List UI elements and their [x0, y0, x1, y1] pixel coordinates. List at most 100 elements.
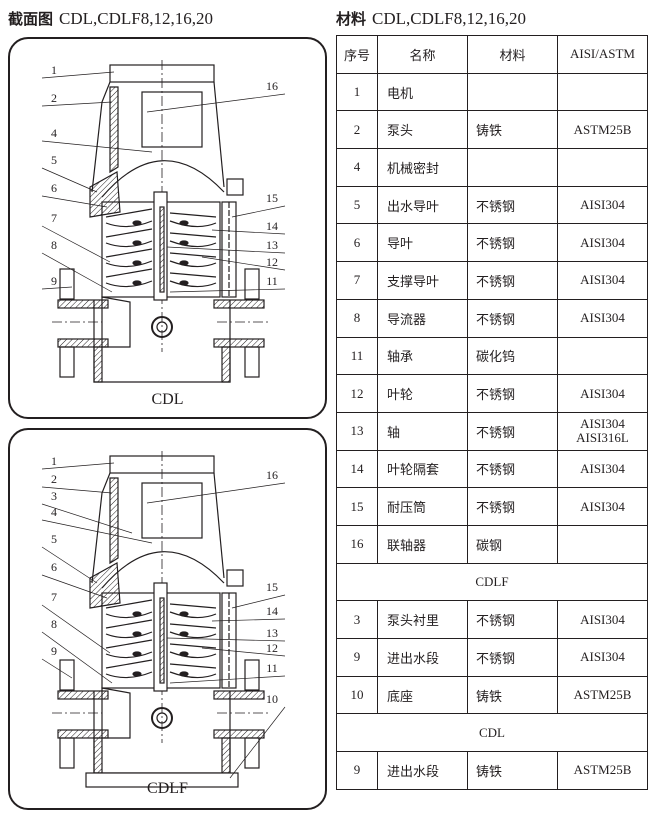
callout-label: 5	[51, 153, 57, 167]
callout-label: 13	[266, 238, 278, 252]
part-number-cell: 1	[336, 72, 378, 112]
part-number-cell: 9	[336, 638, 378, 677]
part-name-cell: 轴	[377, 411, 468, 451]
callout-label: 13	[266, 626, 278, 640]
material-cell: 碳钢	[467, 524, 558, 564]
standard-cell: ASTM25B	[557, 675, 648, 715]
standard-cell: AISI304	[557, 298, 648, 338]
callout-label: 15	[266, 191, 278, 205]
standard-cell	[557, 72, 648, 112]
standard-cell: ASTM25B	[557, 751, 648, 790]
col-header: 名称	[377, 35, 468, 74]
part-name-cell: 支撑导叶	[377, 261, 468, 300]
callout-label: 6	[51, 181, 57, 195]
part-number-cell: 5	[336, 185, 378, 225]
part-number-cell: 6	[336, 223, 378, 263]
part-name-cell: 耐压筒	[377, 487, 468, 526]
callout-label: 16	[266, 79, 278, 93]
section-row-cdlf: CDLF	[336, 562, 648, 602]
material-cell: 铸铁	[467, 110, 558, 150]
material-cell	[467, 148, 558, 187]
callout-label: 7	[51, 211, 57, 225]
callout-label: 15	[266, 580, 278, 594]
col-header: 序号	[336, 35, 378, 74]
material-cell: 不锈钢	[467, 449, 558, 489]
part-name-cell: 电机	[377, 72, 468, 112]
standard-cell: AISI304	[557, 185, 648, 225]
callout-label: 4	[51, 126, 57, 140]
material-cell: 不锈钢	[467, 261, 558, 300]
standard-cell: AISI304 AISI316L	[557, 411, 648, 451]
standard-cell: AISI304	[557, 223, 648, 263]
part-name-cell: 轴承	[377, 336, 468, 376]
part-number-cell: 13	[336, 411, 378, 451]
callout-label: 9	[51, 644, 57, 658]
material-cell: 不锈钢	[467, 223, 558, 263]
callout-label: 2	[51, 472, 57, 486]
material-cell: 不锈钢	[467, 638, 558, 677]
part-number-cell: 7	[336, 261, 378, 300]
part-name-cell: 导叶	[377, 223, 468, 263]
part-name-cell: 叶轮	[377, 374, 468, 413]
callout-label: 6	[51, 560, 57, 574]
part-number-cell: 3	[336, 600, 378, 639]
callout-label: 7	[51, 590, 57, 604]
callout-label: 1	[51, 63, 57, 77]
standard-cell	[557, 336, 648, 376]
part-name-cell: 出水导叶	[377, 185, 468, 225]
callout-label: 8	[51, 238, 57, 252]
callout-label: 16	[266, 468, 278, 482]
drawing-caption: CDL	[151, 391, 184, 408]
part-name-cell: 机械密封	[377, 148, 468, 187]
material-cell: 碳化钨	[467, 336, 558, 376]
callout-label: 4	[51, 505, 57, 519]
callout-label: 3	[51, 489, 57, 503]
part-name-cell: 进出水段	[377, 751, 468, 790]
part-name-cell: 底座	[377, 675, 468, 715]
heading-bold: 材料	[336, 10, 367, 28]
material-cell: 铸铁	[467, 751, 558, 790]
standard-cell	[557, 148, 648, 187]
callout-label: 12	[266, 641, 278, 655]
material-cell: 不锈钢	[467, 487, 558, 526]
col-header: 材料	[467, 35, 558, 74]
callout-label: 10	[266, 692, 278, 706]
callout-label: 14	[266, 219, 278, 233]
heading-models: CDL,CDLF8,12,16,20	[372, 9, 526, 28]
material-cell: 不锈钢	[467, 298, 558, 338]
col-header: AISI/ASTM	[557, 35, 648, 74]
standard-cell: AISI304	[557, 638, 648, 677]
callout-label: 5	[51, 532, 57, 546]
callout-label: 2	[51, 91, 57, 105]
standard-cell: AISI304	[557, 487, 648, 526]
part-number-cell: 4	[336, 148, 378, 187]
material-cell: 不锈钢	[467, 185, 558, 225]
part-number-cell: 12	[336, 374, 378, 413]
callout-label: 14	[266, 604, 278, 618]
materials-heading: 材料 CDL,CDLF8,12,16,20	[336, 8, 526, 29]
material-cell: 铸铁	[467, 675, 558, 715]
material-cell: 不锈钢	[467, 411, 558, 451]
callout-label: 8	[51, 617, 57, 631]
standard-cell: AISI304	[557, 261, 648, 300]
